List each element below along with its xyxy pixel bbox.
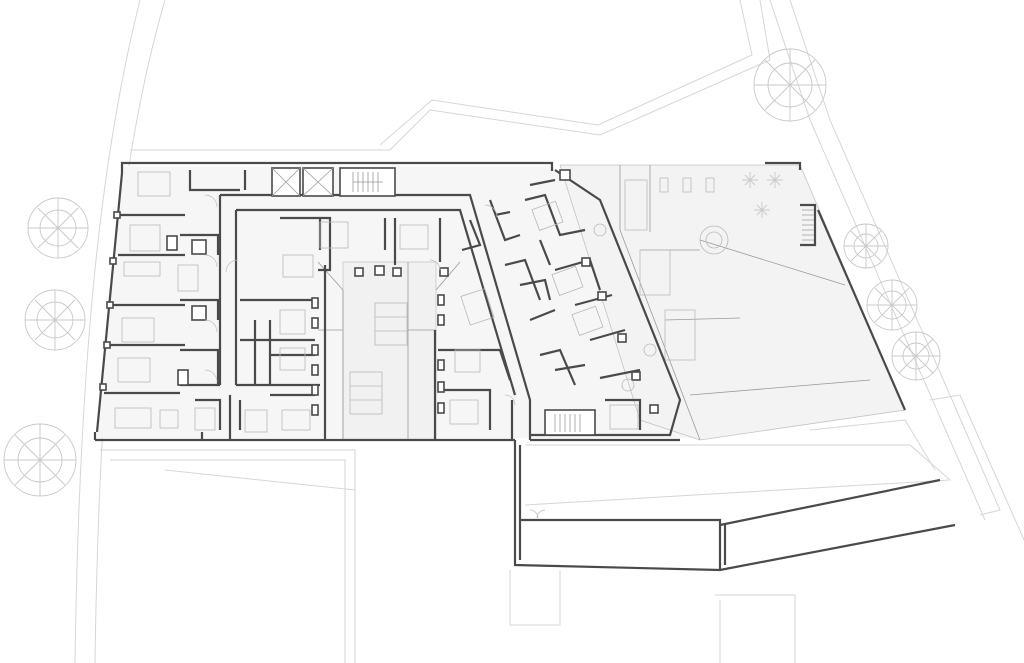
unit-partitions-right <box>488 169 659 430</box>
tree-icon <box>753 48 827 122</box>
planters <box>742 172 783 218</box>
round-table <box>705 231 723 249</box>
unit-partitions-left <box>99 170 247 430</box>
trees <box>3 48 941 497</box>
tree-icon <box>843 223 889 269</box>
door-swings <box>204 194 546 519</box>
tree-icon <box>24 289 86 351</box>
tree-icon <box>891 331 941 381</box>
courtyard-columns <box>311 294 445 416</box>
tree-icon <box>3 423 77 497</box>
core-lifts <box>271 167 334 197</box>
terrace <box>559 161 907 441</box>
tree-icon <box>27 197 89 259</box>
furniture <box>114 171 657 433</box>
core-stairs <box>339 167 596 436</box>
tree-icon <box>866 279 918 331</box>
external-stair <box>800 203 817 247</box>
exterior-walls <box>93 161 956 572</box>
sun-loungers <box>624 177 715 361</box>
